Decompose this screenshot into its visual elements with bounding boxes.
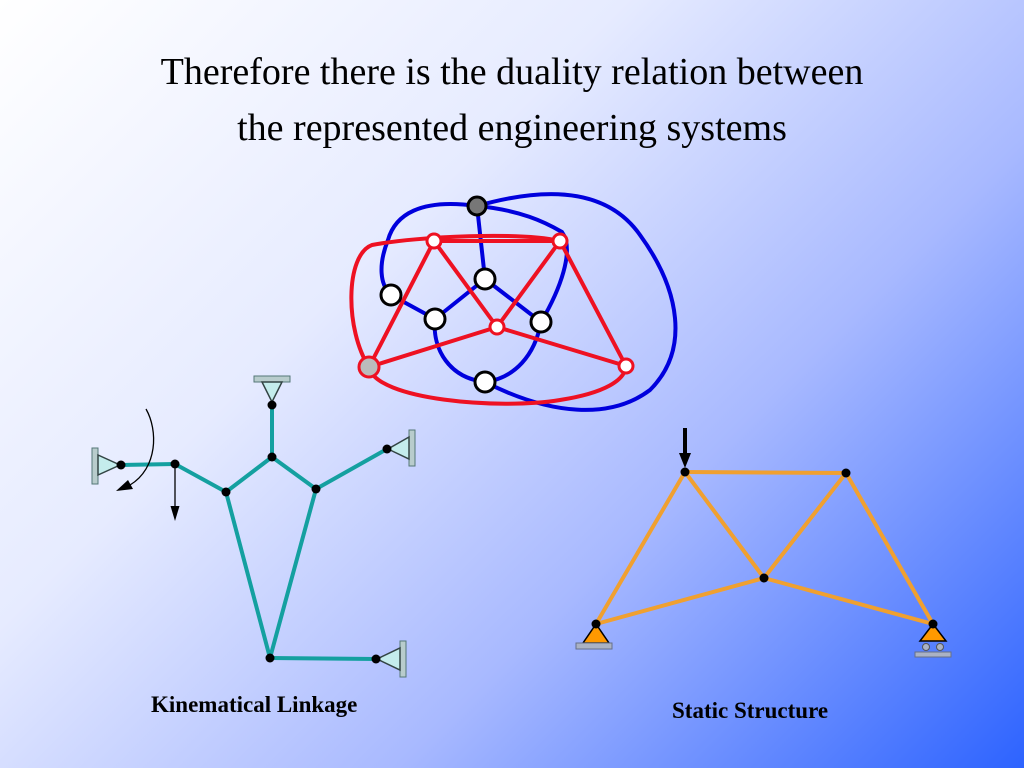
red-node-top-right <box>551 232 569 250</box>
red-node-center <box>488 318 506 336</box>
red-edge-outer-bottom-loop <box>367 364 628 406</box>
truss-joints <box>591 467 938 629</box>
blue-edge-inner-top <box>475 204 569 324</box>
joint-bottom <box>265 653 275 663</box>
joint-top-support <box>267 400 277 410</box>
blue-edge-inner-to-bottom <box>432 317 487 384</box>
blue-node-left <box>379 283 403 307</box>
slide-title-line-1: Therefore there is the duality relation … <box>160 51 864 93</box>
static-structure <box>575 428 952 658</box>
joint-right-lower <box>371 654 381 664</box>
blue-graph-edges <box>379 192 678 412</box>
kinematical-linkage <box>91 375 416 678</box>
red-graph-nodes <box>357 232 635 379</box>
red-graph-edges <box>349 233 628 406</box>
blue-edge-outer-right <box>475 192 678 412</box>
joint-inner-right <box>311 484 321 494</box>
truss-joint-left-support <box>591 619 601 629</box>
joint-top <box>267 452 277 462</box>
support-right-lower <box>375 640 407 678</box>
member-bottom-right <box>762 576 935 626</box>
member-right-diag <box>844 471 935 626</box>
link-bottom <box>268 656 378 661</box>
member-left-diag <box>594 470 687 626</box>
link-left-arm <box>173 462 228 494</box>
support-top <box>253 375 291 404</box>
red-edge-left-diag <box>367 239 436 369</box>
truss-joint-top-left <box>680 467 690 477</box>
red-node-top-left <box>425 232 443 250</box>
caption-kinematical-linkage: Kinematical Linkage <box>151 692 358 717</box>
link-upper-right <box>270 455 318 491</box>
red-edge-center-to-right <box>495 325 628 368</box>
red-node-right <box>617 357 635 375</box>
linkage-joints <box>116 400 392 664</box>
blue-edge-mid-to-right <box>483 277 543 324</box>
red-edge-center-to-left <box>367 325 499 369</box>
blue-node-bottom <box>473 370 497 394</box>
dual-graph <box>349 192 678 412</box>
blue-node-mid <box>473 267 497 291</box>
red-node-left-ground <box>357 355 381 379</box>
blue-node-inner-left <box>423 307 447 331</box>
member-right-inner <box>762 471 848 580</box>
link-right-long <box>268 487 318 660</box>
down-arrow-icon <box>170 466 180 521</box>
red-edge-outer-top-loop <box>349 233 562 369</box>
joint-left <box>116 460 126 470</box>
red-edge-top-right-to-center <box>495 239 562 329</box>
red-edge-top-left-to-center <box>432 239 499 329</box>
member-bottom-left <box>594 576 766 626</box>
linkage-links <box>119 403 389 661</box>
caption-static-structure: Static Structure <box>672 698 829 723</box>
link-upper-left <box>224 455 274 494</box>
blue-node-top-ground <box>466 195 488 217</box>
link-left-long <box>224 490 272 660</box>
slide-title-line-2: the represented engineering systems <box>237 107 787 149</box>
blue-edge-outer-left <box>379 202 479 297</box>
support-right-upper <box>386 429 416 467</box>
load-arrow-icon <box>679 428 691 468</box>
rotation-arrow-icon <box>116 408 155 491</box>
red-edge-right-diag <box>558 239 628 368</box>
member-top-chord <box>683 470 848 475</box>
truss-members <box>594 470 935 626</box>
truss-joint-top-right <box>841 468 851 478</box>
joint-left-arm <box>170 459 180 469</box>
blue-graph-nodes <box>379 195 553 394</box>
blue-node-inner-right <box>529 310 553 334</box>
truss-joint-center <box>759 573 769 583</box>
support-pinned <box>575 622 613 650</box>
joint-right-upper <box>382 444 392 454</box>
link-right-arm <box>314 447 389 491</box>
support-roller <box>914 622 952 658</box>
truss-joint-right-support <box>928 619 938 629</box>
support-left <box>91 447 122 485</box>
member-left-inner <box>683 470 766 580</box>
joint-inner-left <box>221 487 231 497</box>
